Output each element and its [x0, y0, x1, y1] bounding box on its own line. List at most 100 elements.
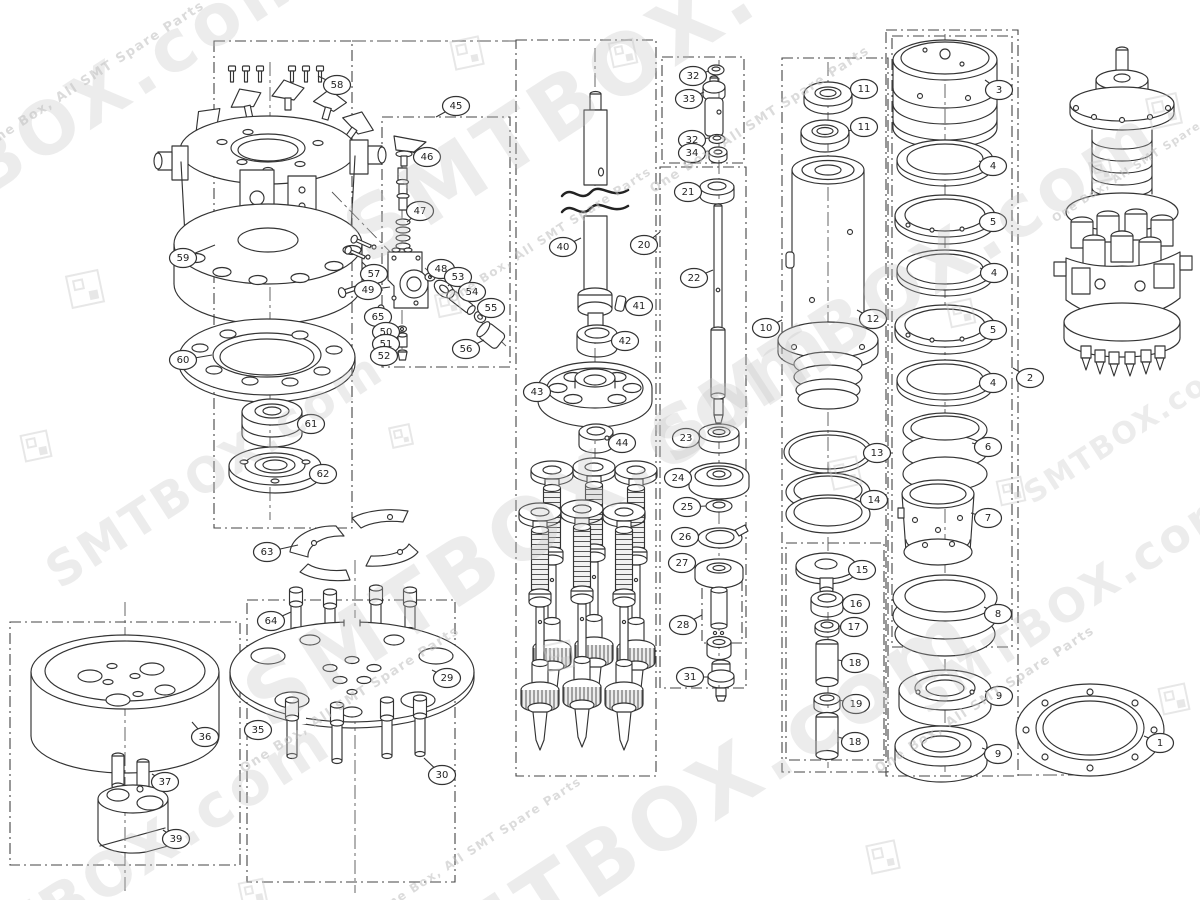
svg-text:62: 62 [317, 469, 330, 480]
callout-47: 47 [405, 200, 435, 223]
group-box-buffer-sub [785, 542, 885, 761]
svg-text:51: 51 [380, 339, 393, 350]
svg-text:39: 39 [170, 834, 183, 845]
callout-30: 30 [423, 757, 457, 786]
part-56-end-cap [476, 321, 506, 349]
callout-5: 5 [978, 319, 1008, 341]
part-32-ring-top [707, 64, 725, 76]
callout-62: 62 [308, 463, 338, 485]
group-box-valve-detail-45 [381, 116, 511, 368]
svg-text:57: 57 [368, 269, 381, 280]
svg-text:53: 53 [452, 272, 465, 283]
svg-text:4: 4 [990, 161, 996, 172]
svg-text:15: 15 [856, 565, 869, 576]
part-1-mounting-flange [1015, 683, 1165, 777]
callout-5: 5 [978, 211, 1008, 233]
part-54-plunger [446, 289, 476, 315]
callout-46: 46 [411, 146, 442, 168]
callout-11: 11 [849, 78, 879, 100]
callout-7: 7 [970, 507, 1003, 529]
svg-text:5: 5 [990, 217, 996, 228]
group-box-ring-stack-inner [891, 35, 1013, 648]
callout-24: 24 [663, 467, 693, 489]
svg-text:49: 49 [362, 285, 375, 296]
part-16-cup [810, 590, 844, 618]
svg-text:17: 17 [848, 622, 861, 633]
svg-text:4: 4 [990, 378, 996, 389]
callout-35: 35 [243, 719, 273, 741]
svg-text:46: 46 [421, 152, 434, 163]
svg-text:55: 55 [485, 303, 498, 314]
callout-22: 22 [679, 267, 714, 289]
svg-text:20: 20 [638, 240, 651, 251]
svg-text:22: 22 [688, 273, 701, 284]
part-22-spline-shaft [710, 203, 726, 424]
part-42-collar [576, 324, 618, 358]
part-43-main-gear [537, 361, 653, 428]
svg-text:42: 42 [619, 336, 632, 347]
svg-text:40: 40 [557, 242, 570, 253]
part-57-mounting-screws [344, 234, 377, 260]
part-4-ring-c [896, 359, 994, 407]
callout-58: 58 [317, 74, 352, 96]
svg-text:8: 8 [995, 609, 1001, 620]
callout-6: 6 [971, 436, 1003, 458]
callout-25: 25 [672, 496, 707, 518]
svg-text:63: 63 [261, 547, 274, 558]
part-58-set-screws [227, 65, 325, 83]
svg-text:28: 28 [677, 620, 690, 631]
callout-42: 42 [610, 330, 640, 352]
callout-49: 49 [353, 279, 391, 301]
part-26-tab-ring [697, 524, 749, 549]
part-27-gear-small [694, 558, 744, 589]
svg-text:32: 32 [687, 71, 700, 82]
part-4-ring-b [896, 249, 994, 297]
svg-text:32: 32 [686, 135, 699, 146]
part-15-cap [795, 552, 857, 594]
svg-text:9: 9 [996, 691, 1002, 702]
svg-text:65: 65 [372, 312, 385, 323]
part-8-coil-ring [892, 574, 998, 657]
group-box-spring-sub-28 [701, 577, 743, 644]
svg-text:29: 29 [441, 673, 454, 684]
callout-29: 29 [431, 667, 462, 689]
svg-text:59: 59 [177, 253, 190, 264]
callout-15: 15 [847, 559, 877, 581]
callout-1: 1 [1143, 732, 1175, 754]
callout-19: 19 [838, 693, 871, 715]
svg-text:47: 47 [414, 206, 427, 217]
callout-20: 20 [629, 231, 661, 256]
part-39-cam-block [97, 784, 175, 854]
callout-61: 61 [296, 413, 326, 435]
svg-text:24: 24 [672, 473, 685, 484]
part-31-nozzle-holder [707, 659, 735, 702]
callout-43: 43 [522, 381, 552, 403]
svg-text:10: 10 [760, 323, 773, 334]
callout-27: 27 [667, 552, 697, 574]
part-59-head-body [153, 79, 387, 325]
part-6-bellows [902, 412, 988, 492]
svg-text:33: 33 [683, 94, 696, 105]
part-25-washer [705, 499, 733, 513]
part-14-seal-rings [785, 472, 871, 534]
svg-text:9: 9 [995, 749, 1001, 760]
callout-11: 11 [847, 116, 879, 138]
callout-64: 64 [256, 610, 292, 632]
svg-text:48: 48 [435, 264, 448, 275]
svg-text:45: 45 [450, 101, 463, 112]
part-9-bearing-a [898, 669, 992, 727]
part-17-ring [814, 619, 840, 638]
axis-line [331, 191, 399, 261]
svg-text:2: 2 [1027, 373, 1033, 384]
callout-63: 63 [252, 541, 299, 563]
svg-text:13: 13 [871, 448, 884, 459]
callout-18: 18 [837, 731, 870, 753]
svg-text:5: 5 [990, 325, 996, 336]
part-4-ring-a [896, 139, 994, 187]
callout-4: 4 [978, 155, 1008, 177]
svg-text:56: 56 [460, 344, 473, 355]
callout-34: 34 [677, 142, 710, 164]
svg-text:12: 12 [867, 314, 880, 325]
svg-text:27: 27 [676, 558, 689, 569]
